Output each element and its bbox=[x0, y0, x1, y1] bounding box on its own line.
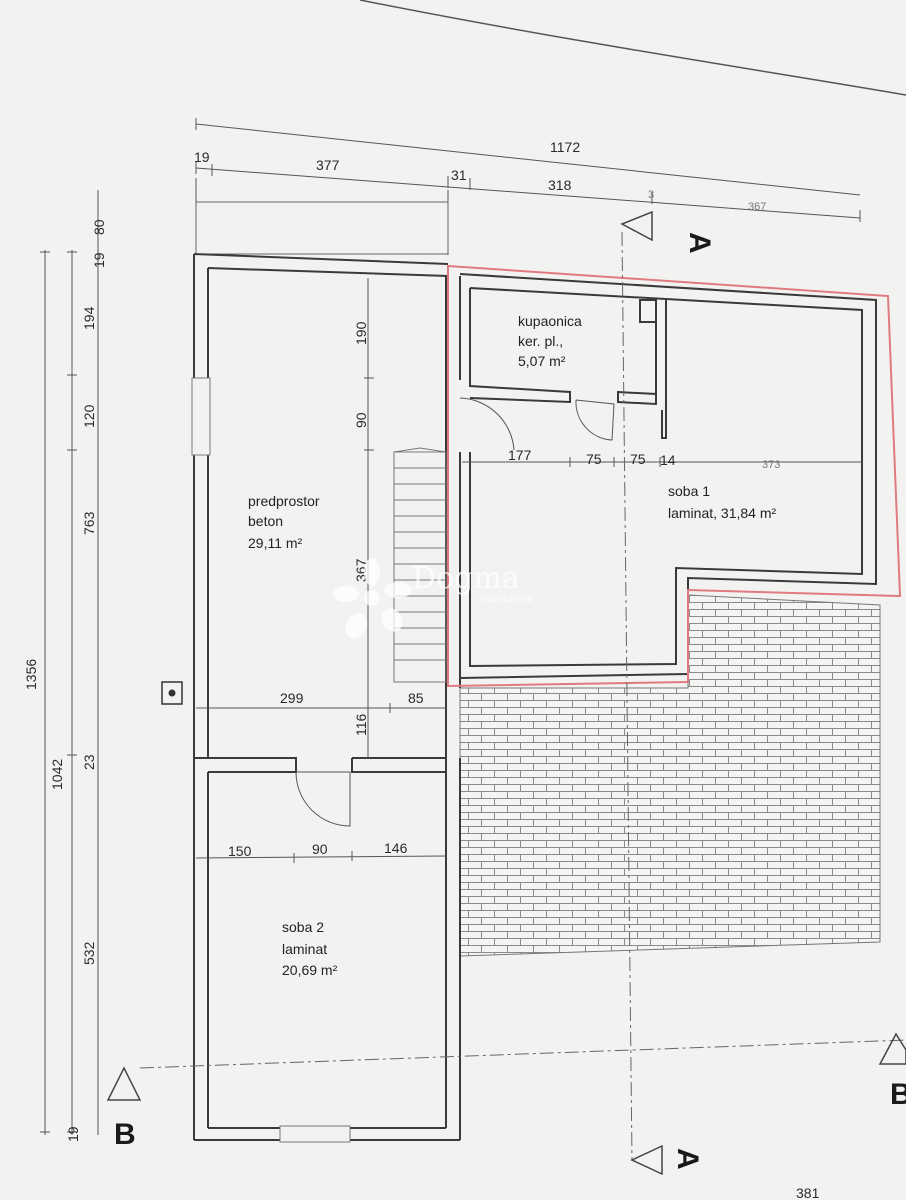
room-kupaonica-name: kupaonica bbox=[518, 313, 582, 329]
room-soba1-name: soba 1 bbox=[668, 483, 710, 499]
section-b-left-arrow-icon bbox=[106, 1066, 142, 1101]
chimney-icon bbox=[161, 681, 183, 705]
dim-overall-top: 1172 bbox=[550, 139, 580, 155]
dim-inner-146: 146 bbox=[384, 840, 408, 856]
walls bbox=[193, 253, 877, 1141]
dim-inner-116: 116 bbox=[353, 713, 369, 736]
dim-left-763: 763 bbox=[81, 511, 97, 535]
dim-inner-75b: 75 bbox=[630, 451, 646, 467]
dim-top-318: 318 bbox=[548, 177, 572, 193]
room-kupaonica-floor: ker. pl., bbox=[518, 333, 563, 349]
section-line-a bbox=[621, 231, 633, 1161]
room-kupaonica-area: 5,07 m² bbox=[518, 353, 566, 369]
dim-left-532: 532 bbox=[81, 941, 97, 965]
section-a-top-arrow-icon bbox=[620, 210, 653, 242]
door-swing-entry bbox=[459, 397, 515, 451]
left-dimension-chain bbox=[40, 190, 99, 1135]
watermark-sub: nekretnine bbox=[482, 593, 533, 605]
dim-top-377: 377 bbox=[316, 157, 340, 173]
dim-left-23: 23 bbox=[81, 754, 97, 770]
section-a-top-label: A bbox=[683, 232, 716, 254]
chimney-dot bbox=[168, 689, 176, 697]
roof-outline bbox=[195, 201, 449, 255]
room-predprostor-floor: beton bbox=[248, 513, 283, 529]
window-bottom bbox=[279, 1125, 351, 1143]
dim-left-80: 80 bbox=[91, 219, 107, 235]
section-a-bottom-arrow-icon bbox=[630, 1144, 663, 1176]
window-left bbox=[191, 377, 211, 456]
dim-inner-381: 381 bbox=[796, 1185, 820, 1200]
paved-terrace bbox=[459, 594, 881, 957]
section-a-bottom-label: A bbox=[671, 1148, 704, 1170]
dim-inner-299: 299 bbox=[280, 690, 304, 706]
dim-inner-190: 190 bbox=[353, 321, 369, 345]
dim-left-1356: 1356 bbox=[23, 659, 39, 690]
dim-top-19: 19 bbox=[194, 149, 210, 165]
highlight-outline bbox=[447, 264, 902, 688]
watermark-logo-icon bbox=[333, 558, 412, 639]
section-b-left-label: B bbox=[114, 1118, 136, 1151]
section-b-right-arrow-icon bbox=[878, 1032, 906, 1065]
room-soba1-floor-area: laminat, 31,84 m² bbox=[668, 505, 776, 521]
dim-top-3: 3 bbox=[648, 189, 654, 201]
room-predprostor-name: predprostor bbox=[248, 493, 320, 509]
dim-inner-373: 373 bbox=[762, 459, 780, 471]
dim-inner-150: 150 bbox=[228, 843, 252, 859]
dim-inner-85: 85 bbox=[408, 690, 424, 706]
dim-inner-14: 14 bbox=[660, 452, 676, 468]
dim-left-19-bottom: 19 bbox=[65, 1126, 81, 1142]
dim-top-367: 367 bbox=[748, 201, 766, 213]
door-swing-kupaonica bbox=[575, 399, 615, 441]
room-soba2-floor: laminat bbox=[282, 941, 327, 957]
room-predprostor-area: 29,11 m² bbox=[248, 535, 303, 551]
dim-left-1042: 1042 bbox=[49, 759, 65, 790]
dim-inner-90: 90 bbox=[353, 412, 369, 428]
staircase bbox=[393, 447, 447, 683]
dim-inner-75a: 75 bbox=[586, 451, 602, 467]
interior-dimension-lines bbox=[195, 278, 862, 863]
dim-top-31: 31 bbox=[451, 167, 467, 183]
dim-left-19-top: 19 bbox=[91, 252, 107, 268]
watermark-brand: Dogma bbox=[412, 561, 520, 596]
section-b-right-label: B bbox=[890, 1078, 906, 1111]
door-swing-soba2 bbox=[295, 771, 351, 827]
dim-left-120: 120 bbox=[81, 404, 97, 428]
dim-inner-90b: 90 bbox=[312, 841, 328, 857]
section-line-b bbox=[139, 1039, 906, 1069]
top-dimension-chain bbox=[195, 118, 861, 255]
room-soba2-area: 20,69 m² bbox=[282, 962, 338, 978]
dim-inner-177: 177 bbox=[508, 447, 532, 463]
page-edge-line bbox=[359, 0, 906, 96]
dim-left-194: 194 bbox=[81, 306, 97, 330]
room-soba2-name: soba 2 bbox=[282, 919, 324, 935]
